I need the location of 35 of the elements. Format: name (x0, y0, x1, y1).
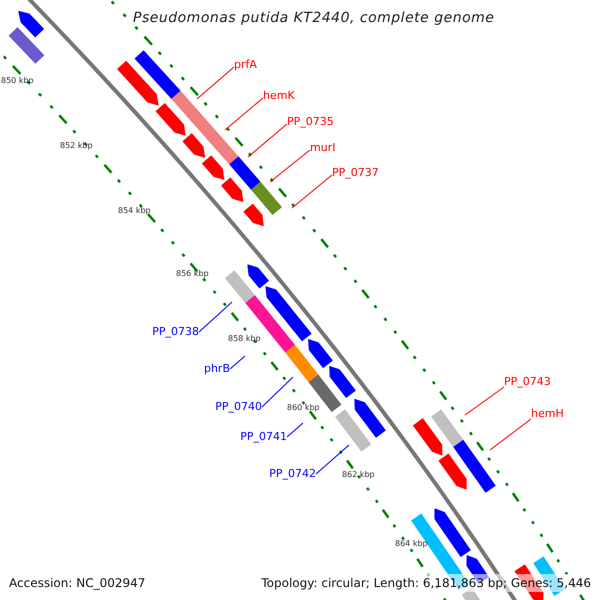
gene-label: PP_0738 (152, 325, 199, 338)
leader-line (464, 386, 504, 416)
leader-line (316, 444, 350, 474)
gene-label: prfA (234, 58, 257, 71)
leader-line (286, 422, 304, 438)
leader-line (198, 302, 232, 332)
leader-line (248, 124, 288, 158)
position-label: 860 kbp (287, 402, 320, 414)
leader-line (262, 376, 294, 408)
leader-line (490, 418, 532, 450)
position-label: 850 kbp (1, 75, 34, 87)
gene-label: hemH (531, 407, 564, 420)
leader-line (230, 356, 246, 370)
position-label: 864 kbp (395, 538, 428, 550)
position-label: 858 kbp (228, 333, 261, 345)
leader-line (224, 98, 264, 130)
gene-label: PP_0735 (287, 115, 334, 128)
position-label: 856 kbp (176, 268, 209, 280)
leader-line (270, 150, 310, 182)
genome-summary: Topology: circular; Length: 6,181,863 bp; Genes: 5,446 (261, 574, 591, 592)
leader-line (196, 66, 234, 100)
gene-label: hemK (263, 89, 295, 102)
position-label: 852 kbp (60, 140, 93, 152)
gene-label: PP_0737 (332, 166, 379, 179)
gene-label: murI (310, 141, 336, 154)
leader-line (292, 174, 332, 208)
gene-label: phrB (204, 362, 230, 375)
position-label: 854 kbp (118, 205, 151, 217)
gene-label: PP_0742 (269, 467, 316, 480)
gene-label: PP_0743 (504, 375, 551, 388)
gene-label: PP_0740 (215, 400, 262, 413)
genome-title: Pseudomonas putida KT2440, complete genome (133, 9, 494, 28)
accession-label: Accession: NC_002947 (9, 575, 146, 592)
position-label: 862 kbp (342, 469, 375, 481)
gene-label: PP_0741 (240, 430, 287, 443)
